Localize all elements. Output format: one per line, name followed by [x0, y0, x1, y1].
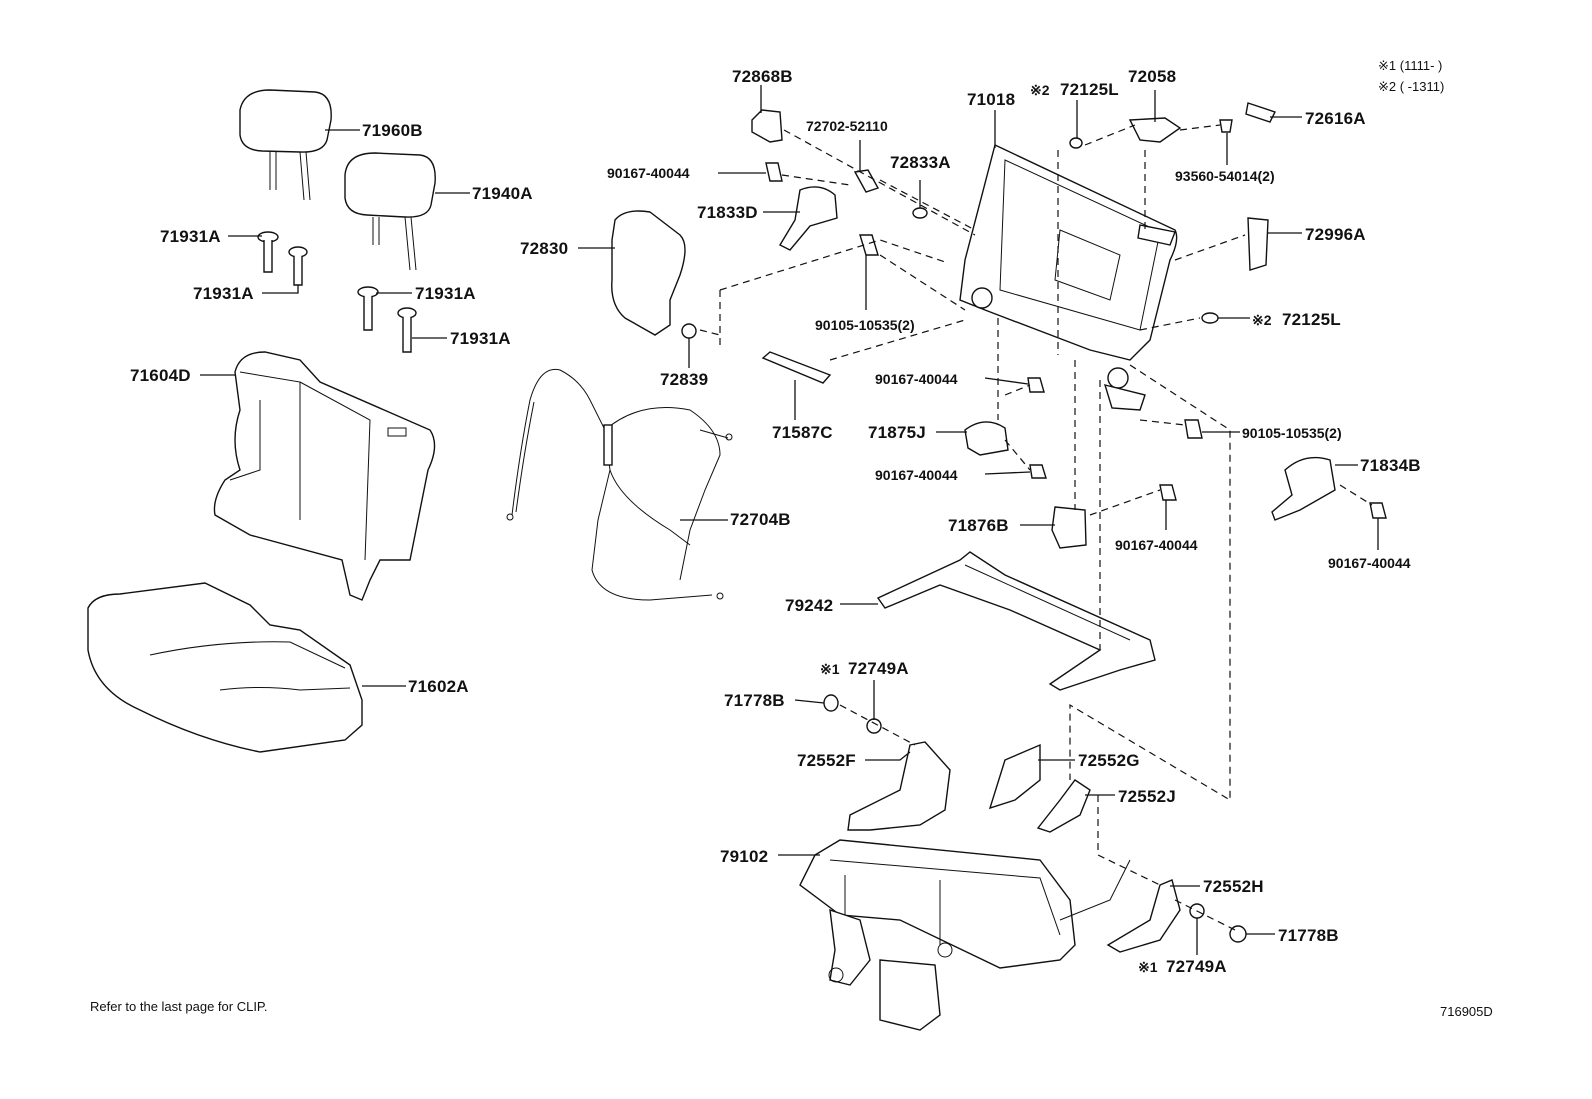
- label-72749A-1: 72749A: [848, 659, 909, 678]
- hinge-cover-72868B: [751, 109, 783, 143]
- label-72704B: 72704B: [730, 510, 791, 529]
- headrest-71960B: [239, 89, 332, 201]
- label-72996A: 72996A: [1305, 225, 1366, 244]
- cover-71834B: [1271, 456, 1336, 521]
- label-71833D: 71833D: [697, 203, 758, 222]
- label-90105-10535-1: 90105-10535(2): [815, 317, 915, 333]
- bolt-90167-3: [1029, 464, 1047, 479]
- cable-assembly: [506, 368, 733, 601]
- label-72830: 72830: [520, 239, 568, 258]
- seat-cushion-cover: [87, 582, 363, 753]
- label-72125L-2: 72125L: [1282, 310, 1341, 329]
- marker-1-top: ※1: [820, 661, 840, 677]
- cover-72552H: [1106, 879, 1181, 953]
- footer-note: Refer to the last page for CLIP.: [90, 999, 268, 1014]
- seatback-cover: [213, 351, 436, 601]
- label-72552F: 72552F: [797, 751, 856, 770]
- label-71960B: 71960B: [362, 121, 423, 140]
- seatback-frame: [959, 144, 1178, 411]
- clip-72125L-2: [1201, 312, 1219, 324]
- label-79242: 79242: [785, 596, 833, 615]
- headrest-71940A: [344, 152, 436, 271]
- label-72868B: 72868B: [732, 67, 793, 86]
- cover-72552J: [1036, 779, 1091, 833]
- screw-93560: [1219, 119, 1233, 133]
- label-72749A-2: 72749A: [1166, 957, 1227, 976]
- marker-2-top: ※2: [1030, 82, 1050, 98]
- label-72552H: 72552H: [1203, 877, 1264, 896]
- dashed-lines: [699, 124, 1373, 931]
- label-90167-40044-2: 90167-40044: [875, 371, 958, 387]
- marker-1-bottom: ※1: [1138, 959, 1158, 975]
- crossbar-79242: [876, 551, 1156, 691]
- label-90167-40044-1: 90167-40044: [607, 165, 690, 181]
- label-71931A-4: 71931A: [450, 329, 511, 348]
- leader-lines: [200, 85, 1379, 955]
- label-71875J: 71875J: [868, 423, 926, 442]
- label-71834B: 71834B: [1360, 456, 1421, 475]
- label-71587C: 71587C: [772, 423, 833, 442]
- legend-note-2: ※2 ( -1311): [1378, 79, 1444, 94]
- label-93560-54014: 93560-54014(2): [1175, 168, 1275, 184]
- clip-72616A: [1245, 102, 1276, 123]
- label-72616A: 72616A: [1305, 109, 1366, 128]
- label-71931A-2: 71931A: [193, 284, 254, 303]
- label-71602A: 71602A: [408, 677, 469, 696]
- label-71604D: 71604D: [130, 366, 191, 385]
- marker-2-right: ※2: [1252, 312, 1272, 328]
- seat-frame-79102: [799, 839, 1131, 1031]
- label-90167-40044-5: 90167-40044: [1115, 537, 1198, 553]
- bolt-90105-1: [859, 234, 879, 256]
- label-71931A-1: 71931A: [160, 227, 221, 246]
- label-90105-10535-2: 90105-10535(2): [1242, 425, 1342, 441]
- bolt-90167-1: [765, 162, 783, 182]
- cover-71833D: [779, 186, 838, 251]
- label-71778B-1: 71778B: [724, 691, 785, 710]
- label-90167-40044-3: 90167-40044: [875, 467, 958, 483]
- label-72125L-1: 72125L: [1060, 80, 1119, 99]
- recliner-cover-71875J: [964, 421, 1009, 456]
- nut-72749A-1: [866, 718, 882, 734]
- strip-71587C: [761, 351, 832, 384]
- legend-note-1: ※1 (1111- ): [1378, 58, 1442, 73]
- seatback-pad: [611, 210, 697, 339]
- cover-71876B: [1051, 506, 1087, 549]
- label-71018: 71018: [967, 90, 1015, 109]
- bracket-72996A: [1247, 217, 1269, 271]
- headrest-guides: [257, 231, 417, 353]
- label-79102: 79102: [720, 847, 768, 866]
- label-72552G: 72552G: [1078, 751, 1140, 770]
- label-72702-52110: 72702-52110: [806, 118, 888, 134]
- label-71876B: 71876B: [948, 516, 1009, 535]
- bolt-90167-5: [1159, 484, 1177, 501]
- label-72552J: 72552J: [1118, 787, 1176, 806]
- cover-72552G: [988, 743, 1041, 810]
- bolt-72702: [853, 169, 880, 193]
- label-71931A-3: 71931A: [415, 284, 476, 303]
- label-71940A: 71940A: [472, 184, 533, 203]
- label-72058: 72058: [1128, 67, 1176, 86]
- bolt-90167-4: [1369, 502, 1387, 519]
- label-72833A: 72833A: [890, 153, 951, 172]
- cover-72552F: [847, 741, 951, 831]
- figure-number: 716905D: [1440, 1004, 1493, 1019]
- bolt-90105-2: [1184, 419, 1203, 439]
- hinge-cover-72058: [1128, 117, 1182, 143]
- cap-71778B-1: [823, 694, 839, 712]
- label-90167-40044-4: 90167-40044: [1328, 555, 1411, 571]
- clip-72125L-1: [1069, 137, 1083, 149]
- label-71778B-2: 71778B: [1278, 926, 1339, 945]
- label-72839: 72839: [660, 370, 708, 389]
- washer-72833A: [912, 207, 928, 219]
- bolt-90167-2: [1027, 377, 1045, 393]
